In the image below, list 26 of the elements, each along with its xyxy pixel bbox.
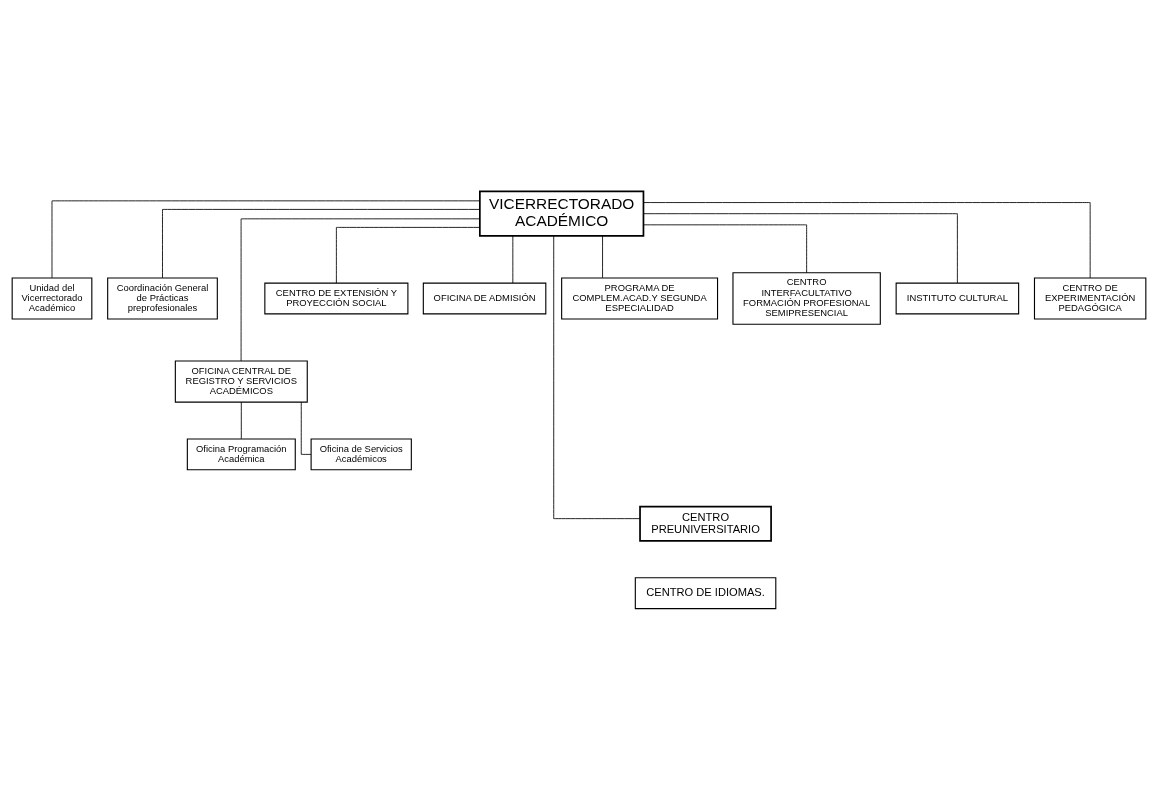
connector bbox=[162, 209, 481, 279]
node-box: CENTRO PREUNIVERSITARIO bbox=[639, 505, 772, 542]
node-box: PROGRAMA DE COMPLEM.ACAD.Y SEGUNDA ESPECIALIDAD bbox=[561, 277, 719, 320]
node-box: VICERRECTORADO ACADÉMICO bbox=[479, 190, 645, 237]
connector bbox=[335, 226, 481, 284]
connector bbox=[643, 202, 1091, 279]
connector bbox=[240, 401, 242, 440]
connector bbox=[300, 401, 312, 455]
node-box: Oficina Programación Académica bbox=[186, 438, 296, 471]
connector bbox=[512, 235, 514, 284]
node-box: CENTRO DE EXTENSIÓN Y PROYECCIÓN SOCIAL bbox=[264, 282, 409, 315]
node-box: CENTRO DE IDIOMAS. bbox=[634, 577, 777, 610]
node-box: Coordinación General de Prácticas preprofesionales bbox=[107, 277, 218, 320]
connector bbox=[240, 218, 480, 362]
node-box: INSTITUTO CULTURAL bbox=[895, 282, 1020, 315]
node-box: CENTRO INTERFACULTATIVO FORMACIÓN PROFESIONAL SEMIPRESENCIAL bbox=[732, 272, 881, 325]
connector bbox=[51, 200, 481, 279]
node-box: OFICINA DE ADMISIÓN bbox=[422, 282, 547, 315]
node-box: CENTRO DE EXPERIMENTACIÓN PEDAGÓGICA bbox=[1033, 277, 1147, 320]
node-box: Oficina de Servicios Académicos bbox=[310, 438, 412, 471]
node-box: Unidad del Vicerrectorado Académico bbox=[11, 277, 93, 320]
connector bbox=[643, 224, 808, 274]
connector bbox=[602, 235, 603, 279]
node-box: OFICINA CENTRAL DE REGISTRO Y SERVICIOS ACADÉMICOS bbox=[174, 360, 308, 403]
connector bbox=[553, 235, 641, 520]
connector bbox=[643, 213, 958, 284]
